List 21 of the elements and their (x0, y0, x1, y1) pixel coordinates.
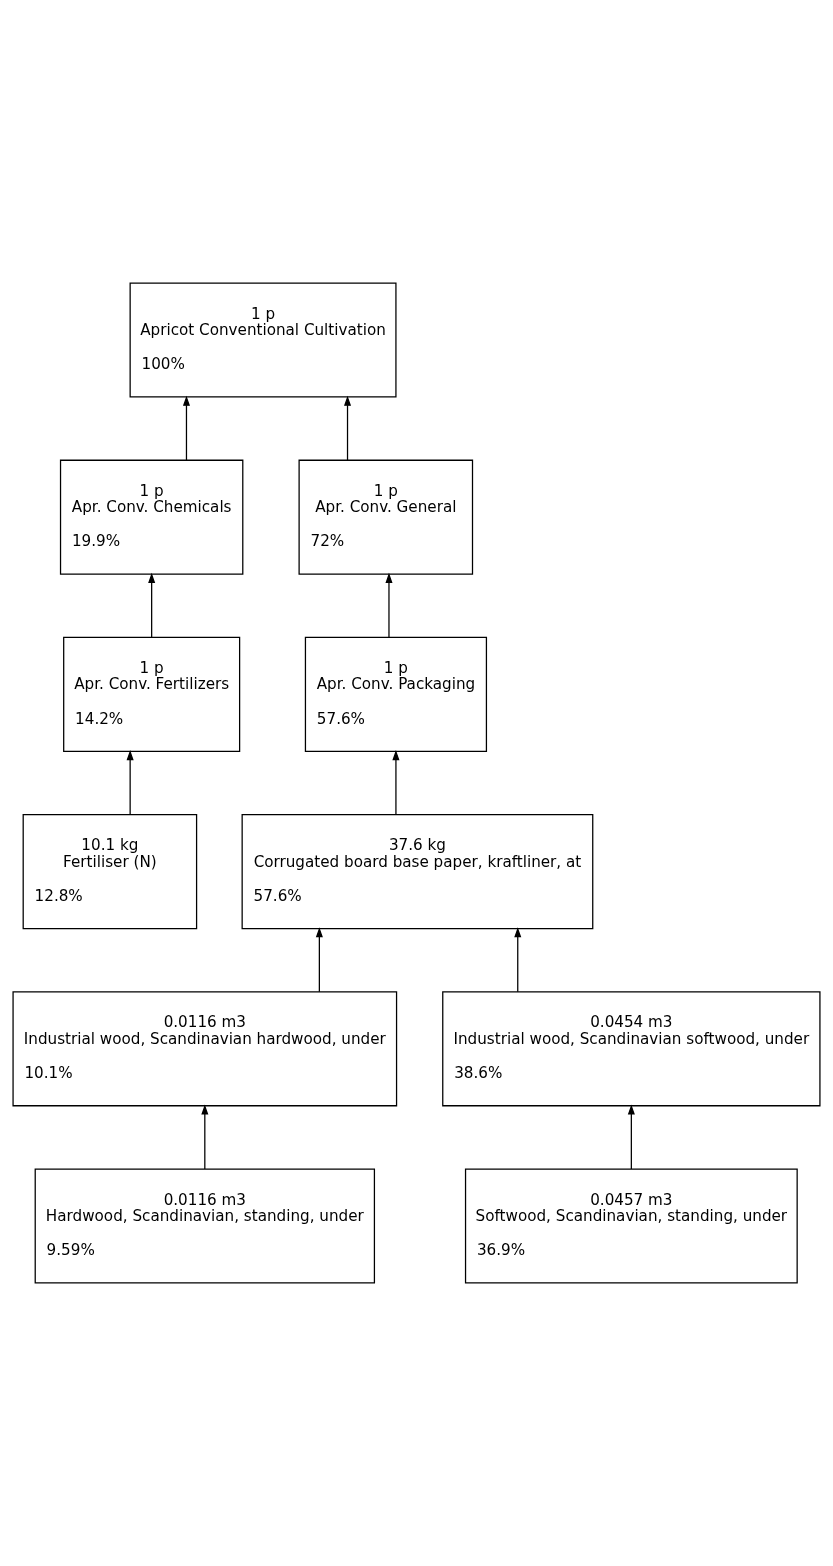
arrow (126, 750, 134, 816)
node-box: 1 p Apr. Conv. Fertilizers 14.2% (63, 636, 241, 752)
arrow (201, 1104, 209, 1170)
arrow (148, 572, 156, 638)
node-box: 1 p Apr. Conv. Packaging 57.6% (304, 636, 488, 752)
node-box: 0.0116 m3 Industrial wood, Scandinavian hardwood, under 10.1% (12, 991, 398, 1107)
node-box: 1 p Apr. Conv. Chemicals 19.9% (59, 459, 244, 575)
arrow (627, 1104, 635, 1170)
node-box: 1 p Apr. Conv. General 72% (298, 459, 474, 575)
arrow (315, 927, 323, 993)
arrow (182, 395, 190, 461)
node-box: 0.0454 m3 Industrial wood, Scandinavian softwood, under 38.6% (442, 991, 821, 1107)
arrow (343, 395, 352, 461)
node-box: 1 p Apricot Conventional Cultivation 100% (129, 282, 397, 398)
node-box: 0.0457 m3 Softwood, Scandinavian, standing, under 36.9% (464, 1168, 798, 1284)
node-box: 37.6 kg Corrugated board base paper, kraftliner, at 57.6% (241, 814, 594, 930)
node-box: 10.1 kg Fertiliser (N) 12.8% (22, 814, 198, 930)
arrow (514, 927, 522, 993)
node-box: 0.0116 m3 Hardwood, Scandinavian, standing, under 9.59% (34, 1168, 376, 1284)
arrow (385, 572, 393, 638)
arrow (392, 750, 400, 816)
